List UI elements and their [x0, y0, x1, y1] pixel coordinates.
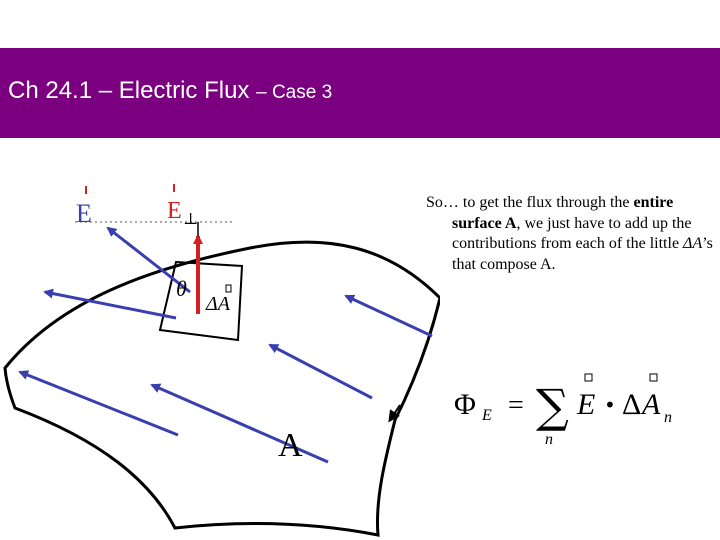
flux-formula: Φ E = ∑ n E • Δ A n [454, 373, 672, 448]
formula-a-vector-mark [649, 373, 658, 382]
formula-sum: ∑ [536, 379, 569, 433]
text-part3: ’s that compose A. [452, 235, 713, 273]
explanation-paragraph: So… to get the flux through the entire s… [426, 193, 716, 275]
title-sub: – Case 3 [256, 82, 333, 103]
label-perp-symbol: ⊥ [183, 209, 198, 228]
da-vector-mark [225, 284, 232, 293]
label-theta: θ [176, 276, 187, 301]
title-main: Ch 24.1 – Electric Flux [8, 77, 257, 104]
title-bar [0, 48, 720, 138]
formula-a-sub: n [664, 409, 672, 426]
label-e-perp: E [167, 198, 182, 224]
field-arrow [43, 288, 177, 320]
edge-arrow [388, 404, 401, 423]
text-part2: , we just have to add up the contributio… [452, 214, 692, 253]
flux-diagram: E E ⊥ θ ΔA A [3, 184, 440, 537]
formula-delta: Δ [622, 388, 641, 421]
area-element [158, 260, 244, 342]
formula-phi-sub: E [481, 407, 492, 424]
label-e: E [76, 199, 92, 228]
label-a: A [278, 427, 303, 464]
text-part1: So… to get the flux through the [426, 194, 634, 211]
formula-sum-sub: n [545, 431, 553, 448]
surface-outline [3, 240, 440, 537]
field-arrow [268, 343, 373, 400]
formula-equals: = [508, 390, 524, 421]
label-delta-a: ΔA [205, 293, 231, 315]
explanation-text: So… to get the flux through the entire s… [426, 193, 716, 275]
field-arrow [18, 370, 179, 437]
field-arrow [344, 294, 433, 338]
e-vector-mark [85, 186, 87, 194]
text-italic: ΔA [683, 235, 703, 252]
text-bold: entire surface A [452, 194, 674, 232]
formula-a: A [640, 388, 661, 421]
field-arrow [106, 226, 191, 294]
slide-title: Ch 24.1 – Electric Flux – Case 3 [8, 77, 332, 105]
e-perp-vector-mark [173, 184, 175, 192]
field-arrow [150, 383, 329, 464]
formula-phi: Φ [454, 388, 476, 421]
formula-e: E [576, 388, 595, 421]
formula-e-vector-mark [584, 373, 593, 382]
formula-dot: • [604, 393, 616, 417]
